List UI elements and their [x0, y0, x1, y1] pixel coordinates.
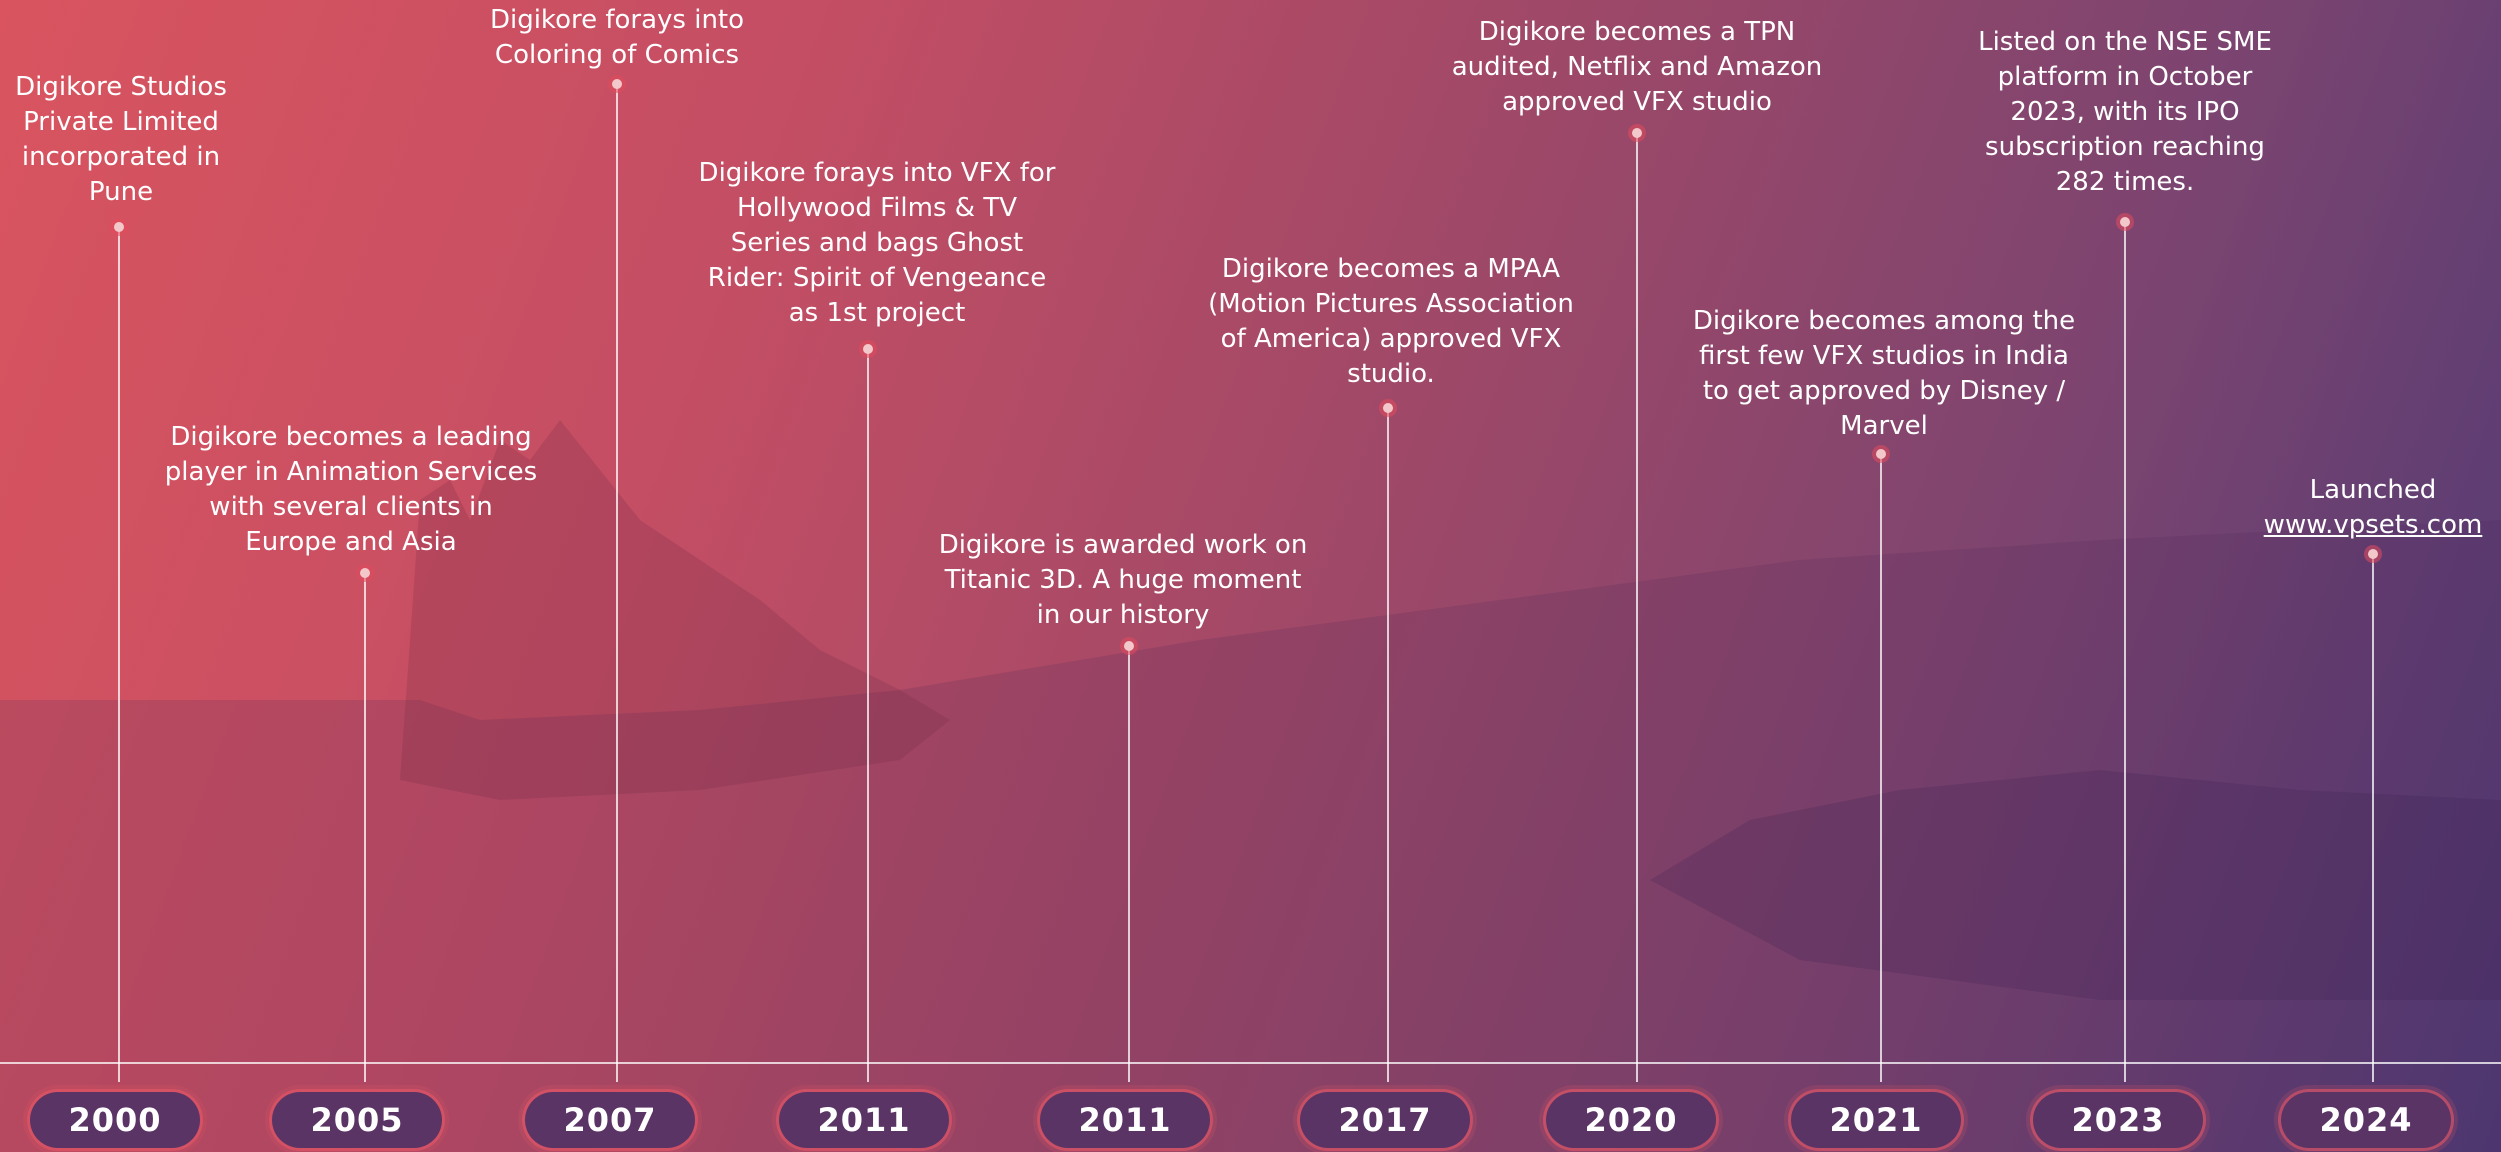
marker-2021 [1876, 449, 1886, 459]
milestone-2005-text: Digikore becomes a leading player in Ani… [164, 422, 538, 557]
marker-2024 [2368, 549, 2378, 559]
stem-2011-titanic [1128, 646, 1130, 1082]
marker-2000 [114, 222, 124, 232]
milestone-2011-titanic-text: Digikore is awarded work on Titanic 3D. … [938, 530, 1308, 630]
year-badge-2011-titanic[interactable]: 2011 [1040, 1092, 1210, 1148]
milestone-2023-text: Listed on the NSE SME platform in Octobe… [1978, 27, 2272, 197]
timeline-baseline [0, 1062, 2501, 1064]
year-badge-2011-vfx[interactable]: 2011 [779, 1092, 949, 1148]
stem-2011-vfx [867, 349, 869, 1082]
year-badge-2024[interactable]: 2024 [2281, 1092, 2451, 1148]
year-badge-2017[interactable]: 2017 [1300, 1092, 1470, 1148]
vpsets-link[interactable]: www.vpsets.com [2263, 510, 2483, 540]
stem-2020 [1636, 133, 1638, 1082]
stem-2007 [616, 84, 618, 1082]
milestone-2020-text: Digikore becomes a TPN audited, Netflix … [1451, 17, 1823, 117]
marker-2005 [360, 568, 370, 578]
stem-2005 [364, 573, 366, 1082]
milestone-2021-text: Digikore becomes among the first few VFX… [1692, 306, 2076, 441]
marker-2017 [1383, 403, 1393, 413]
stem-2000 [118, 227, 120, 1082]
year-badge-2005[interactable]: 2005 [272, 1092, 442, 1148]
year-badge-2007[interactable]: 2007 [525, 1092, 695, 1148]
milestone-2000-text: Digikore Studios Private Limited incorpo… [15, 72, 227, 207]
milestone-2007-text: Digikore forays into Coloring of Comics [489, 5, 745, 70]
milestone-2024-text: Launched www.vpsets.com [2263, 475, 2483, 540]
year-badge-2020[interactable]: 2020 [1546, 1092, 1716, 1148]
milestone-2011-vfx-text: Digikore forays into VFX for Hollywood F… [698, 158, 1056, 328]
milestone-2017-text: Digikore becomes a MPAA (Motion Pictures… [1208, 254, 1574, 389]
year-badge-2023[interactable]: 2023 [2033, 1092, 2203, 1148]
year-badge-2021[interactable]: 2021 [1791, 1092, 1961, 1148]
marker-2007 [612, 79, 622, 89]
year-badge-2000[interactable]: 2000 [30, 1092, 200, 1148]
marker-2020 [1632, 128, 1642, 138]
stem-2017 [1387, 408, 1389, 1082]
marker-2023 [2120, 217, 2130, 227]
stem-2023 [2124, 222, 2126, 1082]
marker-2011-vfx [863, 344, 873, 354]
stem-2024 [2372, 554, 2374, 1082]
marker-2011-titanic [1124, 641, 1134, 651]
stem-2021 [1880, 454, 1882, 1082]
